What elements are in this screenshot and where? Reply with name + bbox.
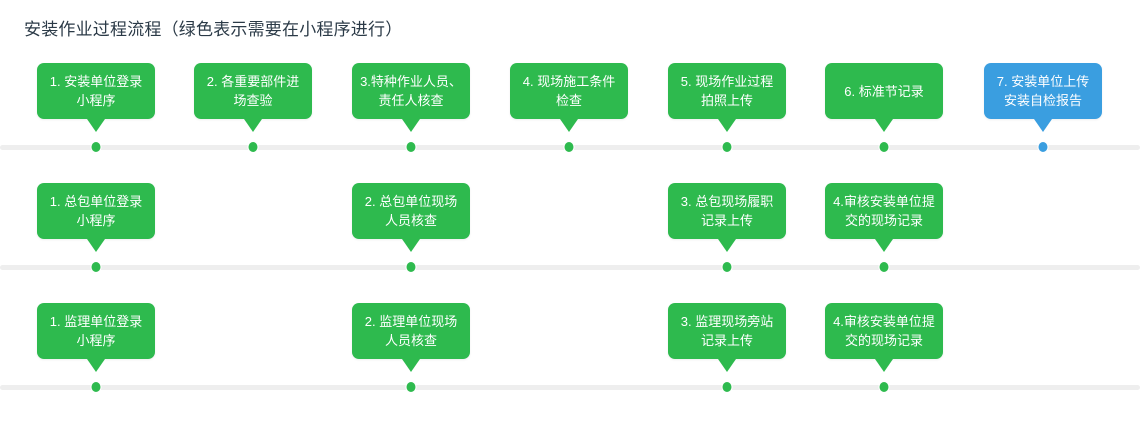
node-label: 1. 安装单位登录小程序 — [49, 74, 143, 108]
node-card[interactable]: 3. 监理现场旁站记录上传 — [668, 303, 786, 359]
node-dot-icon[interactable] — [247, 141, 259, 153]
node-pointer-icon — [875, 359, 893, 372]
node-card[interactable]: 1. 监理单位登录小程序 — [37, 303, 155, 359]
timeline-rail — [0, 265, 1140, 270]
node-pointer-icon — [244, 119, 262, 132]
node-card[interactable]: 4.审核安装单位提交的现场记录 — [825, 303, 943, 359]
node-dot-icon[interactable] — [405, 381, 417, 393]
node-pointer-icon — [718, 119, 736, 132]
node-dot-icon[interactable] — [90, 381, 102, 393]
timeline-row-supervision-unit: 1. 监理单位登录小程序 2. 监理单位现场人员核查 3. 监理现场旁站记录上传 4.… — [0, 295, 1140, 405]
node-dot-icon[interactable] — [721, 261, 733, 273]
node-pointer-icon — [1034, 119, 1052, 132]
node-pointer-icon — [87, 119, 105, 132]
node-label: 3. 总包现场履职记录上传 — [680, 194, 774, 228]
node-dot-icon[interactable] — [878, 261, 890, 273]
node-dot-icon[interactable] — [90, 141, 102, 153]
node-pointer-icon — [560, 119, 578, 132]
node-pointer-icon — [402, 119, 420, 132]
node-pointer-icon — [718, 359, 736, 372]
node-pointer-icon — [402, 359, 420, 372]
node-card[interactable]: 3.特种作业人员、责任人核查 — [352, 63, 470, 119]
node-label: 4.审核安装单位提交的现场记录 — [833, 194, 935, 228]
node-pointer-icon — [87, 239, 105, 252]
node-card[interactable]: 6. 标准节记录 — [825, 63, 943, 119]
node-dot-icon[interactable] — [721, 141, 733, 153]
node-label: 3.特种作业人员、责任人核查 — [360, 74, 462, 108]
node-card[interactable]: 4. 现场施工条件检查 — [510, 63, 628, 119]
page-title: 安装作业过程流程（绿色表示需要在小程序进行） — [24, 20, 403, 39]
node-pointer-icon — [875, 119, 893, 132]
timeline-row-installation-unit: 1. 安装单位登录小程序 2. 各重要部件进场查验 3.特种作业人员、责任人核查 4.… — [0, 55, 1140, 165]
node-label: 4. 现场施工条件检查 — [522, 74, 616, 108]
node-dot-icon[interactable] — [878, 141, 890, 153]
node-label: 5. 现场作业过程拍照上传 — [680, 74, 774, 108]
node-pointer-icon — [87, 359, 105, 372]
node-label: 7. 安装单位上传安装自检报告 — [996, 74, 1090, 108]
node-card[interactable]: 4.审核安装单位提交的现场记录 — [825, 183, 943, 239]
node-card[interactable]: 7. 安装单位上传安装自检报告 — [984, 63, 1102, 119]
node-dot-icon[interactable] — [90, 261, 102, 273]
node-label: 4.审核安装单位提交的现场记录 — [833, 314, 935, 348]
node-label: 2. 各重要部件进场查验 — [206, 74, 300, 108]
node-label: 1. 总包单位登录小程序 — [49, 194, 143, 228]
node-card[interactable]: 3. 总包现场履职记录上传 — [668, 183, 786, 239]
node-dot-icon[interactable] — [405, 141, 417, 153]
node-label: 6. 标准节记录 — [844, 83, 924, 99]
node-card[interactable]: 2. 监理单位现场人员核查 — [352, 303, 470, 359]
node-dot-icon[interactable] — [721, 381, 733, 393]
node-card[interactable]: 2. 总包单位现场人员核查 — [352, 183, 470, 239]
node-label: 1. 监理单位登录小程序 — [49, 314, 143, 348]
timeline-rail — [0, 385, 1140, 390]
node-dot-icon[interactable] — [405, 261, 417, 273]
node-card[interactable]: 5. 现场作业过程拍照上传 — [668, 63, 786, 119]
node-dot-icon[interactable] — [878, 381, 890, 393]
timeline-row-general-contractor: 1. 总包单位登录小程序 2. 总包单位现场人员核查 3. 总包现场履职记录上传 4.… — [0, 175, 1140, 285]
node-card[interactable]: 1. 安装单位登录小程序 — [37, 63, 155, 119]
node-card[interactable]: 1. 总包单位登录小程序 — [37, 183, 155, 239]
node-label: 2. 监理单位现场人员核查 — [364, 314, 458, 348]
node-pointer-icon — [718, 239, 736, 252]
node-pointer-icon — [875, 239, 893, 252]
node-dot-icon[interactable] — [1037, 141, 1049, 153]
node-card[interactable]: 2. 各重要部件进场查验 — [194, 63, 312, 119]
node-pointer-icon — [402, 239, 420, 252]
node-dot-icon[interactable] — [563, 141, 575, 153]
node-label: 3. 监理现场旁站记录上传 — [680, 314, 774, 348]
node-label: 2. 总包单位现场人员核查 — [364, 194, 458, 228]
